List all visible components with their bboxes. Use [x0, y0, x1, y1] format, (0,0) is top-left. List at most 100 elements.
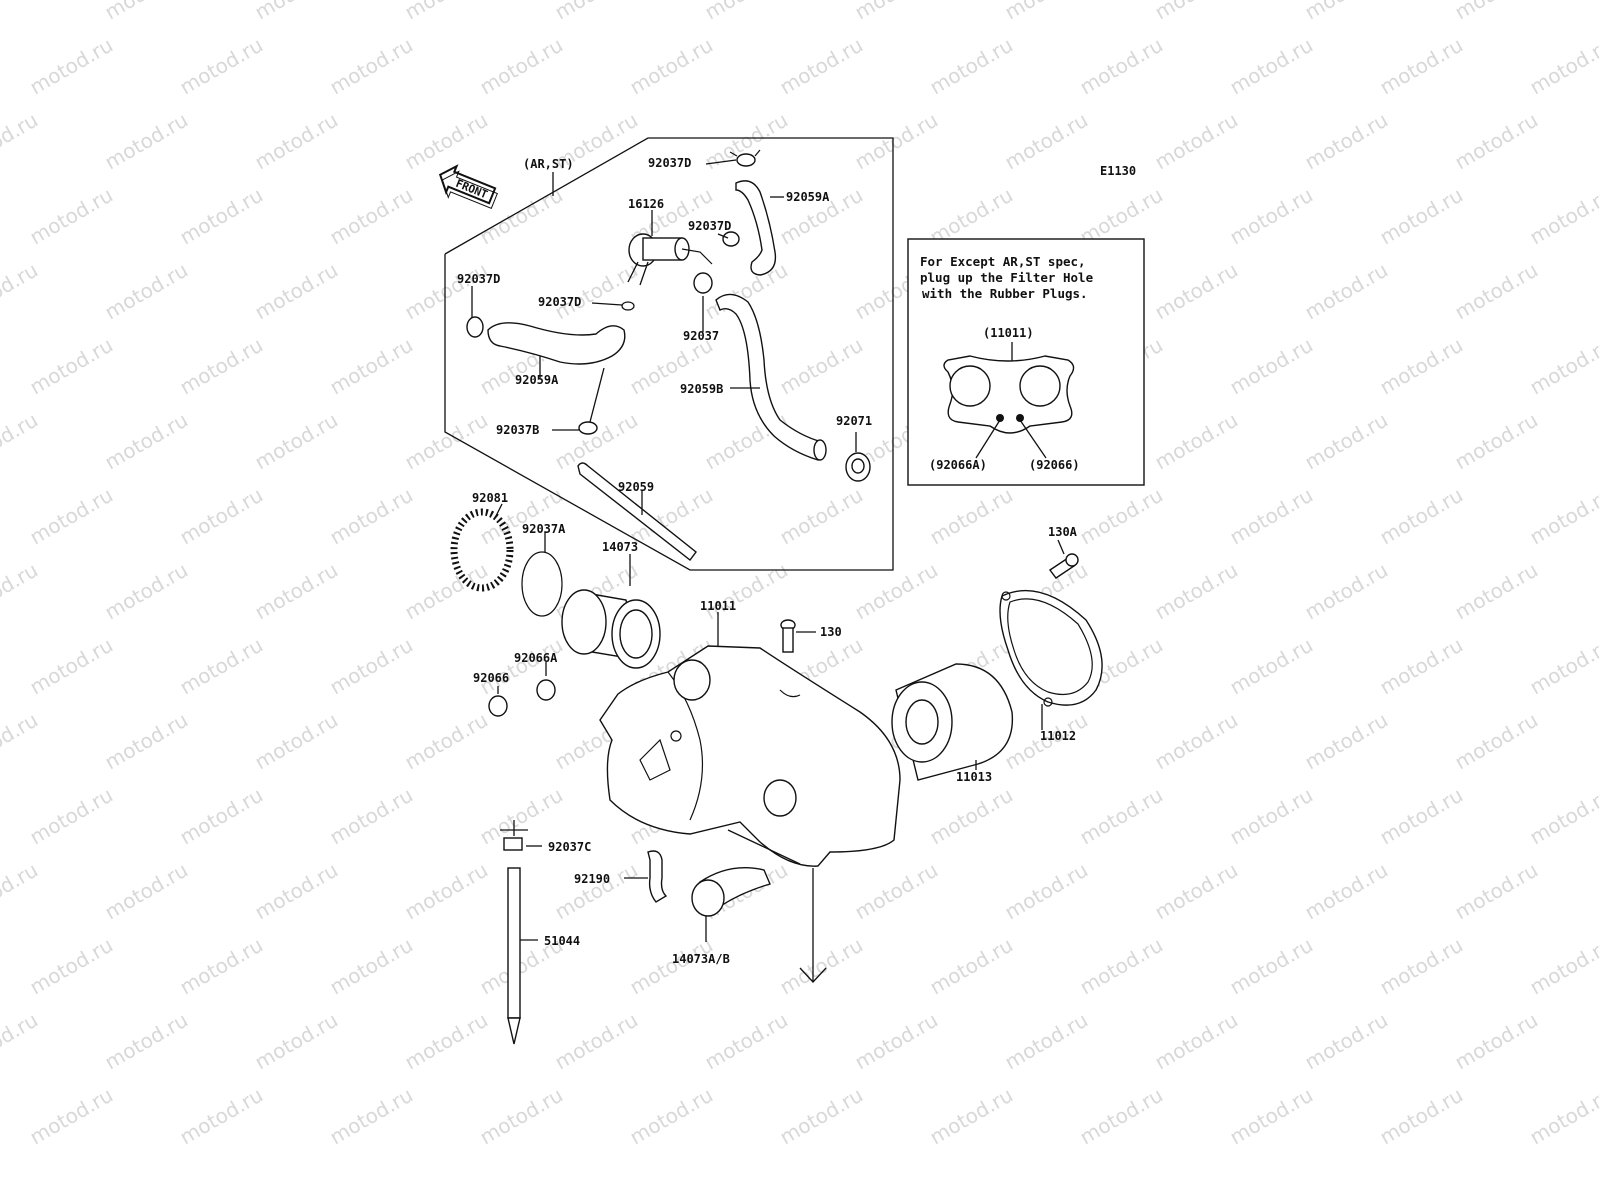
valve-icon [627, 233, 713, 286]
watermark-text: motod.ru [26, 33, 117, 100]
watermark-text: motod.ru [176, 783, 267, 850]
inset-note-line-2: plug up the Filter Hole [920, 270, 1094, 285]
watermark-text: motod.ru [251, 408, 342, 475]
watermark-text: motod.ru [776, 33, 867, 100]
watermark-text: motod.ru [326, 483, 417, 550]
inset-part-right: (92066) [1029, 458, 1080, 472]
watermark-text: motod.ru [1451, 408, 1542, 475]
watermark-text: motod.ru [101, 108, 192, 175]
inset-note-line-1: For Except AR,ST spec, [920, 254, 1086, 269]
watermark-text: motod.ru [251, 708, 342, 775]
watermark-text: motod.ru [551, 1008, 642, 1075]
watermark-text: motod.ru [926, 33, 1017, 100]
watermark-text: motod.ru [401, 108, 492, 175]
callout-14073: 14073 [602, 540, 638, 554]
watermark-text: motod.ru [326, 633, 417, 700]
callout-92037: 92037 [683, 329, 719, 343]
watermark-text: motod.ru [1226, 183, 1317, 250]
watermark-text: motod.ru [776, 1083, 867, 1150]
watermark-text: motod.ru [26, 333, 117, 400]
watermark-text: motod.ru [1301, 708, 1392, 775]
watermark-text: motod.ru [251, 258, 342, 325]
leader-lines [471, 159, 1065, 942]
watermark-text: motod.ru [0, 0, 42, 24]
watermark-text: motod.ru [851, 0, 942, 24]
watermark-text: motod.ru [251, 108, 342, 175]
watermark-text: motod.ru [1076, 33, 1167, 100]
watermark-text: motod.ru [26, 1083, 117, 1150]
watermark-text: motod.ru [101, 0, 192, 24]
watermark-text: motod.ru [326, 1083, 417, 1150]
watermark-text: motod.ru [251, 0, 342, 24]
cover-gasket-icon [999, 589, 1103, 707]
diagram-code: E1130 [1100, 164, 1136, 178]
watermark-text: motod.ru [1526, 783, 1600, 850]
watermark-text: motod.ru [1001, 108, 1092, 175]
watermark-text: motod.ru [101, 1008, 192, 1075]
callout-92037d-top: 92037D [648, 156, 691, 170]
watermark-text: motod.ru [1376, 933, 1467, 1000]
watermark-text: motod.ru [1376, 1083, 1467, 1150]
callout-92059a-left: 92059A [515, 373, 559, 387]
watermark-text: motod.ru [1301, 558, 1392, 625]
watermark-text: motod.ru [1151, 558, 1242, 625]
watermark-text: motod.ru [1301, 858, 1392, 925]
watermark-text: motod.ru [26, 483, 117, 550]
watermark-text: motod.ru [176, 333, 267, 400]
callout-11013: 11013 [956, 770, 992, 784]
watermark-text: motod.ru [401, 408, 492, 475]
airbox-parts [450, 508, 1103, 1045]
watermark-text: motod.ru [1526, 933, 1600, 1000]
drain-rod-icon [507, 820, 521, 1045]
callout-11011: 11011 [700, 599, 736, 613]
watermark-text: motod.ru [1076, 933, 1167, 1000]
callout-92066: 92066 [473, 671, 509, 685]
watermark-text: motod.ru [926, 483, 1017, 550]
inset-note-box: For Except AR,ST spec, plug up the Filte… [907, 238, 1145, 486]
watermark-text: motod.ru [551, 408, 642, 475]
watermark-text: motod.ru [401, 858, 492, 925]
watermark-text: motod.ru [1376, 183, 1467, 250]
callout-11012: 11012 [1040, 729, 1076, 743]
watermark-text: motod.ru [1526, 333, 1600, 400]
watermark-text: motod.ru [626, 1083, 717, 1150]
inset-part-top: (11011) [983, 326, 1034, 340]
watermark-text: motod.ru [1376, 633, 1467, 700]
watermark-text: motod.ru [551, 258, 642, 325]
watermark-text: motod.ru [1451, 708, 1542, 775]
watermark-text: motod.ru [851, 558, 942, 625]
watermark-text: motod.ru [326, 33, 417, 100]
inset-part-left: (92066A) [929, 458, 987, 472]
watermark-text: motod.ru [0, 558, 42, 625]
watermark-text: motod.ru [1526, 483, 1600, 550]
watermark-text: motod.ru [176, 33, 267, 100]
watermark-text: motod.ru [1451, 0, 1542, 24]
grommet-icon [845, 452, 871, 482]
watermark-text: motod.ru [1376, 783, 1467, 850]
watermark-text: motod.ru [1001, 0, 1092, 24]
watermark-text: motod.ru [1301, 0, 1392, 24]
watermark-text: motod.ru [251, 558, 342, 625]
watermark-text: motod.ru [1151, 708, 1242, 775]
watermark-text: motod.ru [1076, 483, 1167, 550]
callout-92059: 92059 [618, 480, 654, 494]
watermark-text: motod.ru [0, 858, 42, 925]
watermark-text: motod.ru [1151, 258, 1242, 325]
watermark-text: motod.ru [1076, 783, 1167, 850]
callout-14073ab: 14073A/B [672, 952, 730, 966]
callout-92190: 92190 [574, 872, 610, 886]
watermark-text: motod.ru [1526, 183, 1600, 250]
watermark-text: motod.ru [101, 558, 192, 625]
watermark-layer: motod.ru motod.ru motod.ru motod.ru motod.ru… [0, 0, 1600, 1149]
watermark-text: motod.ru [176, 483, 267, 550]
callout-92037a: 92037A [522, 522, 566, 536]
watermark-text: motod.ru [26, 633, 117, 700]
watermark-text: motod.ru [0, 708, 42, 775]
watermark-text: motod.ru [176, 183, 267, 250]
drain-boot-icon [691, 867, 771, 917]
watermark-text: motod.ru [926, 933, 1017, 1000]
watermark-text: motod.ru [26, 783, 117, 850]
watermark-text: motod.ru [626, 933, 717, 1000]
callout-92037c: 92037C [548, 840, 591, 854]
